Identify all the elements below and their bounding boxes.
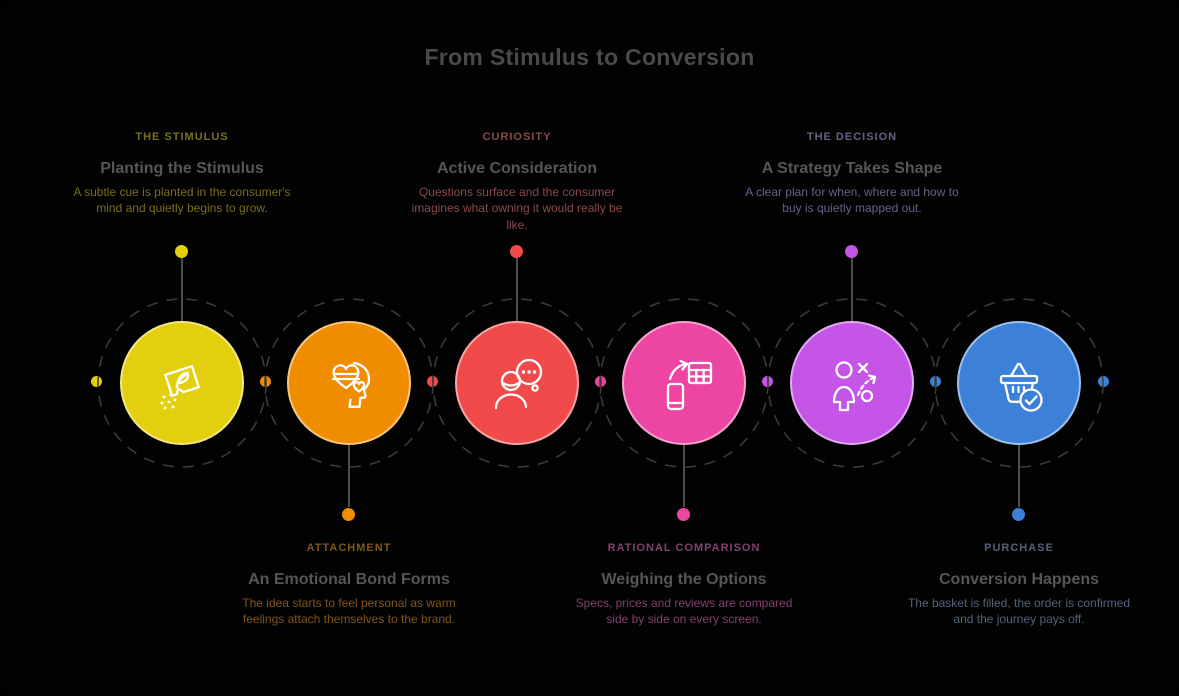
stage-6-connector-line — [1018, 443, 1020, 507]
stage-5-stem-dot — [845, 245, 858, 258]
stage-6-label: PURCHASE — [984, 542, 1054, 554]
thinking-person-icon — [485, 351, 549, 415]
stage-4-circle — [622, 321, 746, 445]
heart-mind-icon — [317, 351, 381, 415]
stage-4-connector-line — [683, 443, 685, 507]
stage-1-heading: Planting the Stimulus — [100, 160, 264, 177]
basket-check-icon — [987, 351, 1051, 415]
stage-1-body: A subtle cue is planted in the consumer'… — [73, 185, 291, 216]
stage-1-node — [92, 297, 272, 469]
stage-3-text-block: CURIOSITY Active Consideration Questions… — [405, 131, 629, 233]
stage-4-stem-dot — [677, 508, 690, 521]
stage-3-label: CURIOSITY — [482, 131, 552, 143]
stage-1-circle — [120, 321, 244, 445]
stage-5-circle — [790, 321, 914, 445]
stage-5-node — [762, 297, 942, 469]
dashed-ring — [97, 298, 267, 468]
stage-6-body: The basket is filled, the order is confi… — [907, 596, 1131, 627]
seed-packet-icon — [150, 351, 214, 415]
stage-2-node — [259, 297, 439, 469]
stage-4-node — [594, 297, 774, 469]
timeline-dot — [91, 376, 102, 387]
stage-2-label: ATTACHMENT — [306, 542, 392, 554]
strategy-person-icon — [820, 351, 884, 415]
stage-5-text-block: THE DECISION A Strategy Takes Shape A cl… — [740, 131, 964, 217]
phone-compare-icon — [652, 351, 716, 415]
stage-3-body: Questions surface and the consumer imagi… — [411, 185, 623, 232]
dashed-ring — [767, 298, 937, 468]
stage-3-circle — [455, 321, 579, 445]
stage-1-stem-dot — [175, 245, 188, 258]
stage-1-text-block: THE STIMULUS Planting the Stimulus A sub… — [70, 131, 294, 217]
stage-6-heading: Conversion Happens — [938, 571, 1100, 588]
stage-2-circle — [287, 321, 411, 445]
stage-6-stem-dot — [1012, 508, 1025, 521]
stage-4-body: Specs, prices and reviews are compared s… — [575, 596, 793, 627]
stage-3-heading: Active Consideration — [436, 160, 598, 177]
stage-4-heading: Weighing the Options — [601, 571, 767, 588]
dashed-ring — [432, 298, 602, 468]
dashed-ring — [934, 298, 1104, 468]
stage-1-label: THE STIMULUS — [135, 131, 229, 143]
stage-5-heading: A Strategy Takes Shape — [761, 160, 943, 177]
stage-5-body: A clear plan for when, where and how to … — [745, 185, 959, 216]
stage-2-stem-dot — [342, 508, 355, 521]
stage-5-connector-line — [851, 258, 853, 321]
stage-6-text-block: PURCHASE Conversion Happens The basket i… — [907, 542, 1131, 628]
stage-2-connector-line — [348, 443, 350, 507]
stage-3-connector-line — [516, 258, 518, 321]
stage-4-text-block: RATIONAL COMPARISON Weighing the Options… — [572, 542, 796, 628]
stage-3-node — [427, 297, 607, 469]
stage-4-label: RATIONAL COMPARISON — [607, 542, 761, 554]
stage-3-stem-dot — [510, 245, 523, 258]
stage-6-node — [929, 297, 1109, 469]
infographic-title: From Stimulus to Conversion — [424, 44, 755, 70]
stage-2-heading: An Emotional Bond Forms — [248, 571, 450, 588]
stage-6-circle — [957, 321, 1081, 445]
stage-5-label: THE DECISION — [806, 131, 898, 143]
stage-1-connector-line — [181, 258, 183, 321]
stage-2-text-block: ATTACHMENT An Emotional Bond Forms The i… — [237, 542, 461, 628]
stage-2-body: The idea starts to feel personal as warm… — [242, 596, 456, 627]
